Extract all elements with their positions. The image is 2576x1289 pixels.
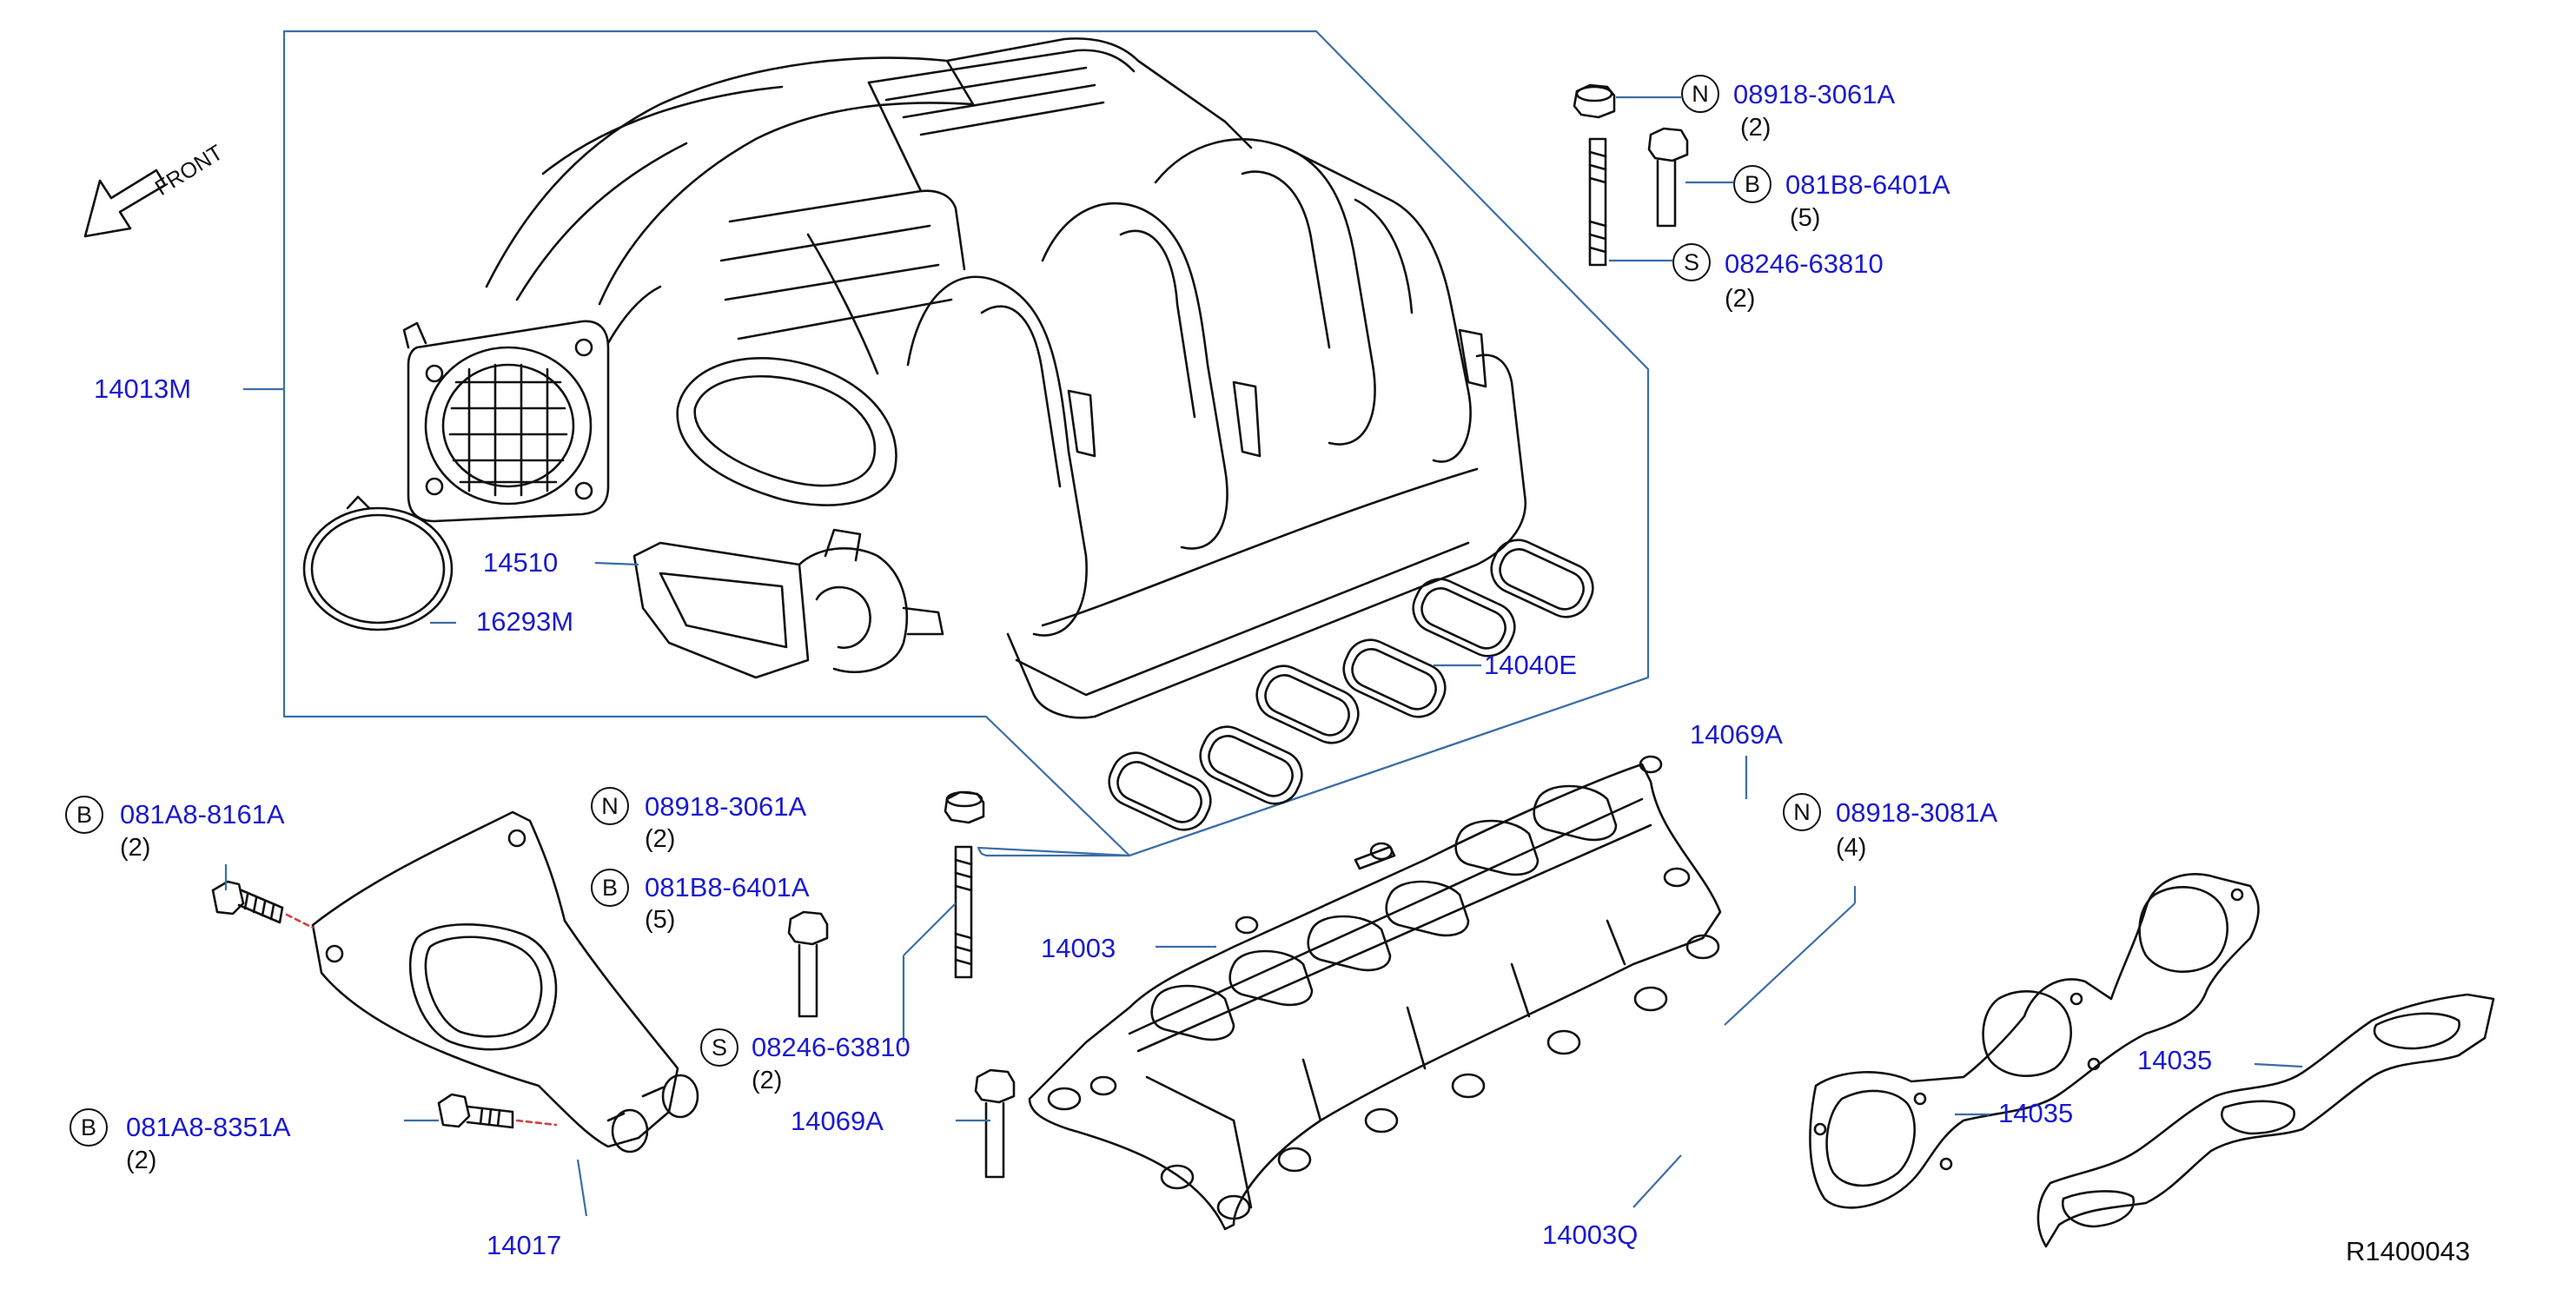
control-valve bbox=[632, 528, 944, 679]
callout-14069A-right[interactable]: 14069A bbox=[1690, 719, 1783, 750]
callout-mid-nut[interactable]: 08918-3061A bbox=[645, 791, 807, 822]
qty-mid-nut: (2) bbox=[645, 825, 676, 853]
nut-badge-top: N bbox=[1681, 75, 1719, 113]
callout-top-nut[interactable]: 08918-3061A bbox=[1733, 79, 1896, 109]
bolt-badge-mid: B bbox=[591, 869, 629, 907]
lower-manifold bbox=[1028, 755, 1722, 1231]
stud-badge-top: S bbox=[1672, 243, 1711, 281]
qty-bracket-bolt-a: (2) bbox=[120, 834, 151, 862]
callout-mid-bolt[interactable]: 081B8-6401A bbox=[645, 872, 810, 902]
callout-14003[interactable]: 14003 bbox=[1041, 933, 1116, 963]
callout-14035-right[interactable]: 14035 bbox=[2137, 1045, 2213, 1075]
callout-top-stud[interactable]: 08246-63810 bbox=[1725, 248, 1884, 279]
manifold-gasket-right bbox=[2036, 993, 2495, 1248]
reference-number: R1400043 bbox=[2346, 1236, 2471, 1266]
bolt-badge-top: B bbox=[1733, 165, 1771, 203]
qty-bracket-bolt-b: (2) bbox=[126, 1147, 157, 1174]
stud-badge-mid: S bbox=[700, 1028, 738, 1067]
callout-14003Q[interactable]: 14003Q bbox=[1542, 1220, 1639, 1250]
bolt-badge-bracket-b: B bbox=[70, 1108, 108, 1147]
bolt-badge-bracket-a: B bbox=[65, 796, 103, 834]
mid-hardware bbox=[787, 790, 1016, 1179]
throttle-gasket-ring bbox=[302, 495, 454, 631]
callout-14510[interactable]: 14510 bbox=[483, 547, 559, 578]
upper-group-frame bbox=[282, 30, 1650, 857]
callout-right-nut[interactable]: 08918-3081A bbox=[1836, 797, 1998, 828]
callout-14069A-lower[interactable]: 14069A bbox=[791, 1106, 884, 1136]
callout-top-bolt[interactable]: 081B8-6401A bbox=[1785, 169, 1950, 200]
port-gaskets-upper bbox=[1108, 539, 1594, 831]
callout-14017[interactable]: 14017 bbox=[487, 1230, 562, 1260]
callout-bracket-bolt-a[interactable]: 081A8-8161A bbox=[120, 799, 285, 830]
callout-16293M[interactable]: 16293M bbox=[476, 606, 574, 637]
qty-top-bolt: (5) bbox=[1790, 204, 1821, 232]
upper-collector bbox=[402, 37, 1527, 719]
nut-badge-right: N bbox=[1783, 793, 1821, 831]
callout-14040E[interactable]: 14040E bbox=[1484, 650, 1577, 680]
qty-mid-bolt: (5) bbox=[645, 906, 676, 934]
callout-bracket-bolt-b[interactable]: 081A8-8351A bbox=[126, 1112, 291, 1142]
bracket-bolts bbox=[211, 880, 558, 1129]
manifold-gasket-left bbox=[1809, 873, 2260, 1209]
qty-right-nut: (4) bbox=[1836, 834, 1867, 862]
front-arrow-icon bbox=[83, 169, 167, 238]
qty-top-nut: (2) bbox=[1740, 114, 1771, 142]
qty-top-stud: (2) bbox=[1725, 285, 1756, 313]
top-hardware bbox=[1573, 83, 1689, 267]
callout-mid-stud[interactable]: 08246-63810 bbox=[752, 1032, 911, 1062]
callout-14035-left[interactable]: 14035 bbox=[1998, 1098, 2074, 1128]
callout-14013M[interactable]: 14013M bbox=[94, 373, 192, 404]
bracket bbox=[311, 810, 699, 1153]
qty-mid-stud: (2) bbox=[752, 1067, 783, 1094]
leader-lines bbox=[224, 96, 2303, 1217]
nut-badge-mid: N bbox=[591, 787, 629, 825]
